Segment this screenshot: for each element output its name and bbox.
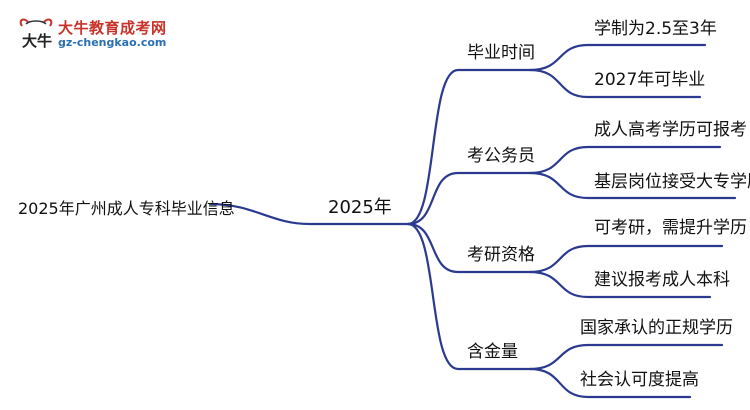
connector-branch-leaf <box>528 68 702 99</box>
connector-center-branch <box>406 222 532 371</box>
leaf-node: 成人高考学历可报考 <box>594 120 747 140</box>
leaf-node: 可考研，需提升学历 <box>594 218 747 238</box>
logo-url: gz-chengkao.com <box>58 36 167 49</box>
branch-node-civil-service: 考公务员 <box>467 146 535 166</box>
branch-node-postgrad: 考研资格 <box>467 245 535 265</box>
connector-branch-leaf <box>528 270 712 299</box>
leaf-node: 国家承认的正规学历 <box>580 318 733 338</box>
connector-center-branch <box>406 171 532 226</box>
connector-branch-leaf <box>528 244 724 274</box>
connector-branch-leaf <box>528 145 722 175</box>
connector-root-center <box>208 202 410 226</box>
leaf-node: 2027年可毕业 <box>594 70 706 90</box>
leaf-node: 建议报考成人本科 <box>594 270 730 290</box>
branch-node-value: 含金量 <box>467 342 518 362</box>
leaf-node: 学制为2.5至3年 <box>594 19 717 39</box>
branch-node-graduation-time: 毕业时间 <box>467 43 535 63</box>
connector-branch-leaf <box>528 43 707 72</box>
logo-mark-text: 大牛 <box>22 32 52 50</box>
connector-center-branch <box>406 222 532 274</box>
center-node: 2025年 <box>328 197 392 218</box>
connector-branch-leaf <box>528 367 692 399</box>
connector-branch-leaf <box>528 343 724 371</box>
connector-branch-leaf <box>528 171 737 200</box>
root-node: 2025年广州成人专科毕业信息 <box>18 199 235 218</box>
site-logo: 大牛 大牛教育成考网 gz-chengkao.com <box>16 14 196 54</box>
connector-center-branch <box>406 68 532 226</box>
bull-logo-icon: 大牛 <box>19 18 53 50</box>
leaf-node: 基层岗位接受大专学历 <box>594 172 750 192</box>
leaf-node: 社会认可度提高 <box>580 370 699 390</box>
logo-title: 大牛教育成考网 <box>58 19 167 37</box>
